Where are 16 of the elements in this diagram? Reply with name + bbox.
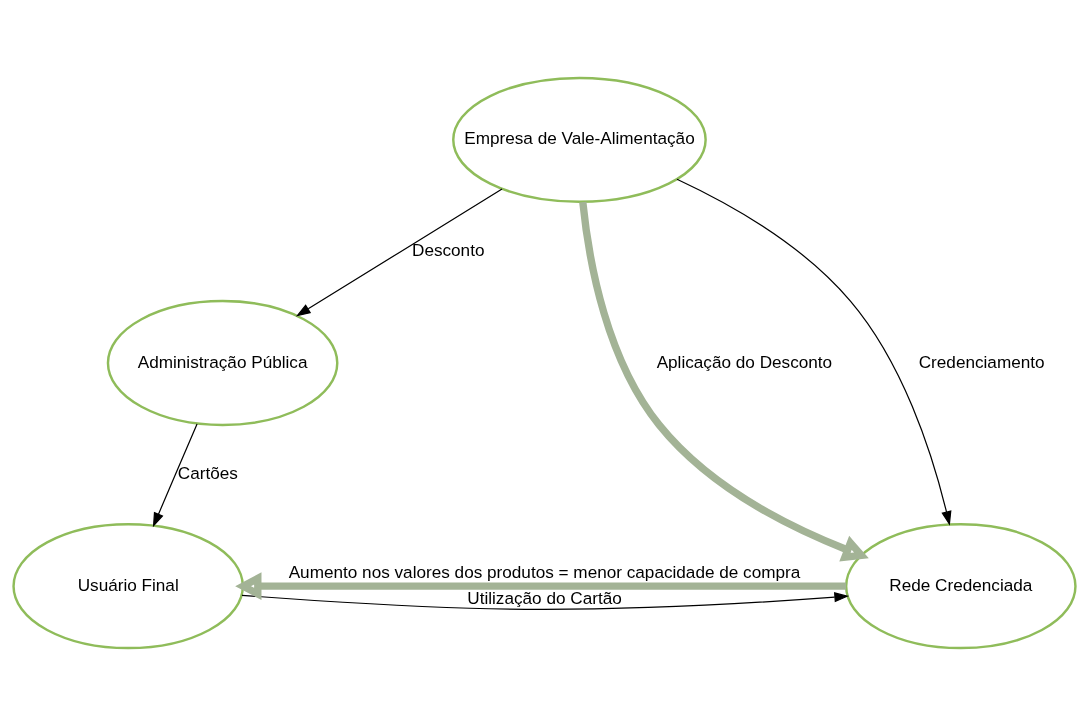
arrow xyxy=(295,187,503,316)
edge-label: Utilização do Cartão xyxy=(467,587,622,608)
node-ellipse: Usuário Final xyxy=(12,522,245,649)
edge-label: Aumento nos valores dos produtos = menor capacidade de compra xyxy=(288,561,801,582)
edge-label: Cartões xyxy=(177,462,238,483)
arrow xyxy=(241,591,850,610)
node-ellipse: Empresa de Vale-Alimentação xyxy=(452,76,707,203)
edge-label: Aplicação do Desconto xyxy=(656,351,833,372)
edge-label: Desconto xyxy=(412,239,485,260)
edge-label: Credenciamento xyxy=(918,351,1045,372)
arrow xyxy=(152,422,198,527)
node-ellipse: Rede Credenciada xyxy=(844,522,1077,649)
node-ellipse: Administração Pública xyxy=(106,299,339,426)
arrow xyxy=(579,201,869,562)
arrow xyxy=(235,571,847,600)
arrow xyxy=(676,178,952,526)
